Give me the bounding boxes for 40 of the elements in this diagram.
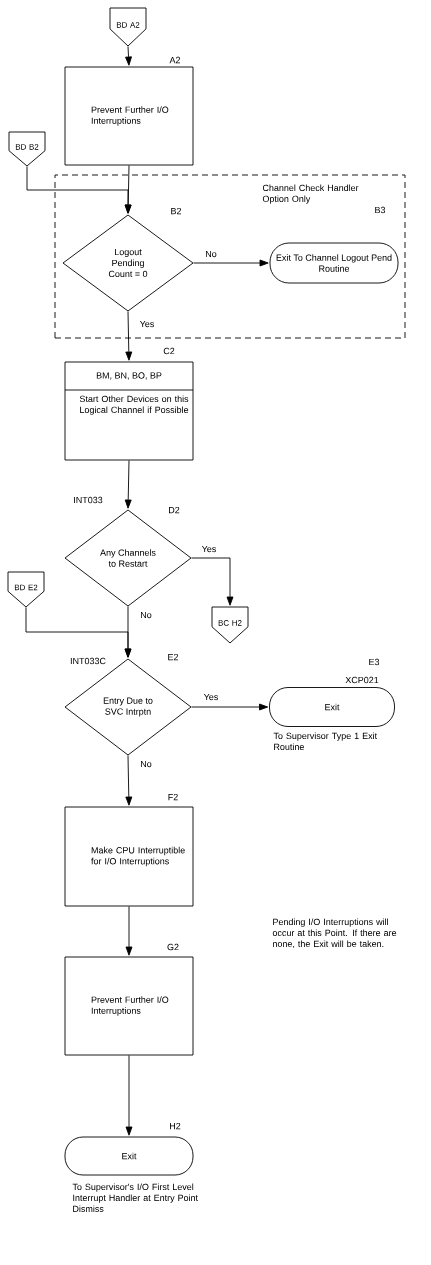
process-box: Prevent Further I/O Interruptions xyxy=(64,956,194,1056)
arrow xyxy=(125,906,133,956)
step-label: INT033 xyxy=(74,496,103,504)
arrow xyxy=(25,607,132,658)
note: Pending I/O Interruptions will occur at this Point. If there are none, the Exit will be taken. xyxy=(272,918,397,948)
step-label: A2 xyxy=(169,56,181,64)
arrow xyxy=(125,311,133,361)
arrow xyxy=(125,755,133,806)
step-label: G2 xyxy=(167,943,179,951)
edge-label: No xyxy=(139,759,153,769)
annotation: To Supervisor's I/O First Level Interrupt Handler at Entry Point Dismiss xyxy=(72,1183,198,1212)
step-label: F2 xyxy=(168,793,178,801)
step-label: XCP021 xyxy=(345,676,379,684)
arrow xyxy=(125,46,132,66)
process-box: BM, BN, BO, BP Start Other Devices on this Logical Channel if Possible xyxy=(64,361,194,461)
edge-label: Yes xyxy=(202,692,220,702)
edge-label: No xyxy=(204,249,218,259)
step-label: C2 xyxy=(163,347,175,355)
step-label: D2 xyxy=(169,506,180,514)
edge-label: Yes xyxy=(200,544,218,554)
edge-label: No xyxy=(139,610,153,620)
arrow xyxy=(193,259,269,267)
process-box: Prevent Further I/O Interruptions xyxy=(64,66,194,166)
terminal: Exit To Channel Logout Pend Routine xyxy=(269,242,399,284)
arrow xyxy=(191,703,269,711)
annotation: To Supervisor Type 1 Exit Routine xyxy=(273,732,377,750)
terminal: Exit xyxy=(269,687,395,727)
edge-label: Yes xyxy=(138,319,156,329)
arrow xyxy=(124,460,132,509)
arrow xyxy=(125,1055,133,1136)
arrow xyxy=(26,166,132,214)
step-label: INT033C xyxy=(70,657,106,665)
step-label: B2 xyxy=(171,207,182,215)
terminal: Exit xyxy=(64,1136,194,1176)
step-label: E3 xyxy=(369,658,380,666)
step-label: B3 xyxy=(375,206,386,214)
arrow xyxy=(191,557,234,606)
step-label: H2 xyxy=(170,1122,181,1130)
process-box: Make CPU Interruptible for I/O Interruptions xyxy=(64,806,194,907)
step-label: E2 xyxy=(168,653,179,661)
